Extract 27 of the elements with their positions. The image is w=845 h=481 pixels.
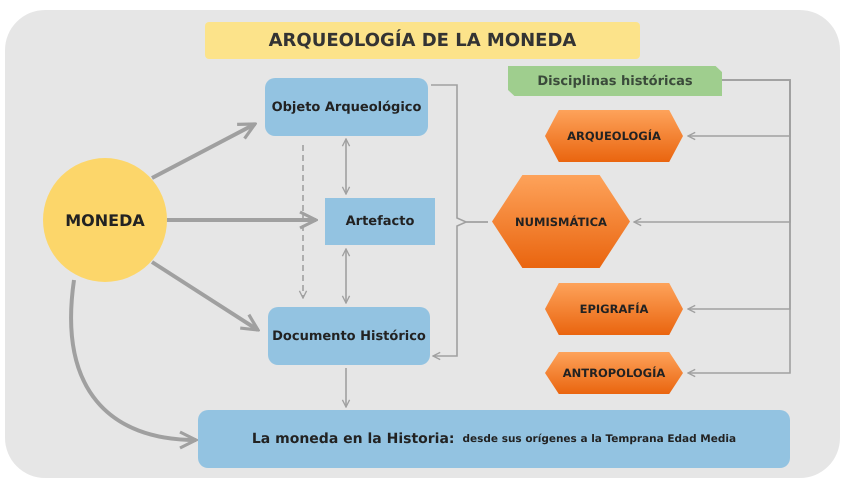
arrow	[150, 260, 260, 332]
node-label: Objeto Arqueológico	[272, 100, 422, 114]
title-banner: ARQUEOLOGÍA DE LA MONEDA	[205, 22, 640, 59]
node-label: EPIGRAFÍA	[580, 302, 648, 316]
process-box	[265, 78, 428, 136]
arrow	[342, 248, 350, 304]
node-label: Disciplinas históricas	[537, 74, 693, 88]
arrow	[167, 210, 318, 230]
arrow	[298, 145, 308, 299]
node-label: ANTROPOLOGÍA	[562, 366, 666, 380]
arrow	[687, 79, 791, 378]
hexagon-node	[492, 175, 630, 268]
process-box	[268, 307, 430, 365]
node-label: NUMISMÁTICA	[515, 214, 607, 228]
node-label: ARQUEOLOGÍA	[567, 129, 661, 143]
process-box	[325, 198, 435, 245]
node-label: Artefacto	[346, 214, 414, 229]
node-label: Documento Histórico	[272, 328, 426, 344]
arrow	[342, 138, 350, 195]
arrow	[69, 280, 198, 449]
node-label: La moneda en la Historia:	[252, 431, 455, 447]
heading-tab	[508, 66, 722, 96]
node-label: desde sus orígenes a la Temprana Edad Media	[462, 433, 736, 445]
process-box	[198, 410, 790, 468]
arrow	[151, 122, 257, 180]
node-label: MONEDA	[65, 210, 145, 230]
arrow	[342, 368, 350, 408]
